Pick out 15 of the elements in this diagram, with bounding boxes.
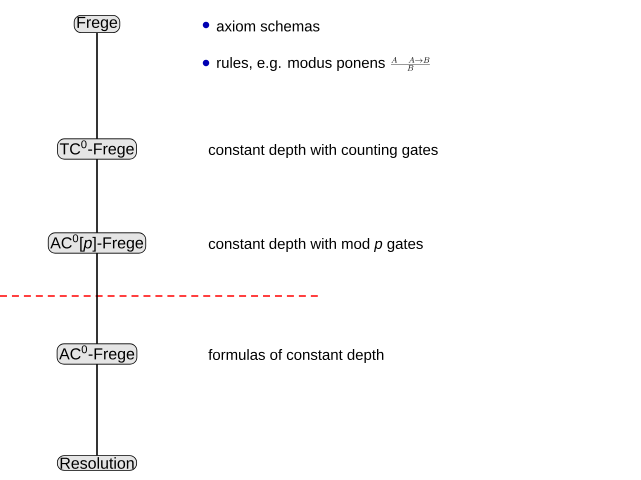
node-box: Resolution <box>56 455 138 471</box>
bullet-text: axiom schemas <box>216 20 320 32</box>
formula: $\frac{A\quad A\to B}{B}$ <box>391 57 430 71</box>
connector-line <box>96 364 98 456</box>
connector-line <box>96 254 98 344</box>
description: constant depth with counting gates <box>208 144 438 158</box>
description: constant depth with mod p gates <box>208 238 423 252</box>
description: formulas of constant depth <box>208 349 384 363</box>
bullet-text: rules, e.g. modus ponens <box>217 57 385 71</box>
node-box: Frege <box>74 14 120 34</box>
node-box: AC$^{0}$[p]-Frege <box>48 232 146 254</box>
connector-line <box>96 33 98 138</box>
node-box: AC$^{0}$-Frege <box>56 343 138 365</box>
connector-line <box>96 160 98 232</box>
node-box: TC$^{0}$-Frege <box>57 138 137 160</box>
